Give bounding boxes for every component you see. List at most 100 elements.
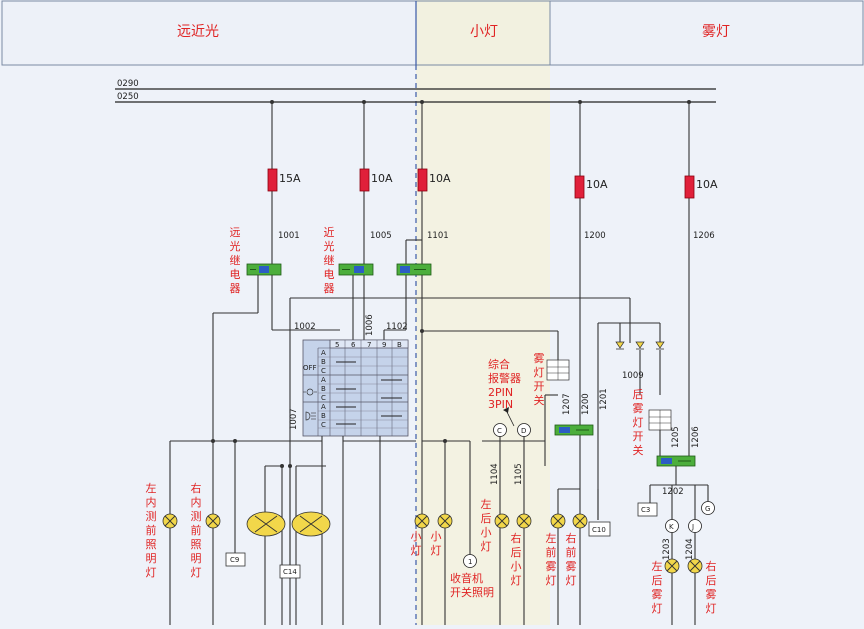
connector-c3-label: C3 [641, 506, 650, 514]
svg-text:灯: 灯 [633, 416, 644, 429]
matrix-row-2: B [321, 358, 326, 366]
lamp-right-rear-small-icon [516, 513, 532, 529]
svg-text:开: 开 [633, 430, 644, 443]
svg-text:继: 继 [324, 254, 335, 267]
svg-text:内: 内 [146, 495, 157, 509]
svg-text:灯: 灯 [652, 602, 663, 615]
wire-1200: 1200 [584, 231, 606, 241]
svg-text:小: 小 [411, 530, 422, 543]
matrix-row-1: A [321, 349, 326, 357]
matrix-row-9: C [321, 421, 326, 429]
header-small-light: 小灯 [470, 24, 498, 40]
svg-text:内: 内 [191, 495, 202, 509]
fuse-1 [267, 168, 278, 192]
label-small-left: 小 灯 [411, 530, 422, 557]
fuse-5-rating: 10A [696, 178, 718, 191]
wire-1005: 1005 [370, 231, 392, 241]
fuse-2-rating: 10A [371, 172, 393, 185]
headlamp-left-icon [246, 511, 286, 537]
diode-1-icon [615, 341, 625, 350]
low-beam-relay-label: 近 光 继 电 器 [324, 226, 335, 295]
wire-1007: 1007 [289, 408, 299, 430]
svg-text:电: 电 [230, 268, 241, 281]
small-light-relay [396, 263, 432, 276]
svg-text:测: 测 [146, 510, 157, 523]
alarm-arrow-icon [503, 407, 515, 427]
svg-text:后: 后 [633, 388, 644, 401]
svg-text:测: 测 [191, 510, 202, 523]
wire-1201: 1201 [599, 388, 609, 410]
alarm-label-2: 报警器 [488, 371, 521, 385]
svg-text:灯: 灯 [146, 566, 157, 579]
lamp-small-right-icon [437, 513, 453, 529]
connector-c10 [588, 521, 611, 537]
header-fog-light: 雾灯 [702, 24, 730, 40]
svg-text:光: 光 [230, 239, 241, 253]
lamp-left-inner-front-icon [162, 513, 178, 529]
lamp-right-rear-fog-icon [687, 558, 703, 574]
wire-1203: 1203 [662, 538, 672, 560]
lamp-right-front-fog-icon [572, 513, 588, 529]
fog-switch [546, 359, 570, 381]
matrix-col-1: 5 [335, 341, 339, 349]
connector-c9 [225, 552, 246, 567]
fuse-2 [359, 168, 370, 192]
label-right-rear-small: 右 后 小 灯 [511, 531, 522, 587]
svg-text:左: 左 [146, 482, 157, 495]
radio-switch-pin [463, 554, 477, 568]
bus-label-0290: 0290 [117, 79, 139, 89]
parking-light-symbol-icon [303, 388, 317, 396]
matrix-col-2: 6 [351, 341, 356, 349]
alarm-pin-d-label: D [521, 427, 526, 435]
pin-k-label: K [669, 523, 674, 531]
wire-1009: 1009 [622, 371, 644, 381]
matrix-col-4: 9 [382, 341, 386, 349]
svg-text:继: 继 [230, 254, 241, 267]
label-right-rear-fog: 右 后 雾 灯 [706, 559, 717, 615]
svg-text:灯: 灯 [534, 366, 545, 379]
alarm-label-4: 3PIN [488, 398, 513, 411]
wire-1105: 1105 [514, 463, 524, 485]
wire-1200-b: 1200 [581, 393, 591, 415]
matrix-row-3: C [321, 367, 326, 375]
svg-text:灯: 灯 [481, 540, 492, 553]
wire-1204: 1204 [685, 538, 695, 560]
front-fog-relay [554, 424, 594, 436]
svg-text:雾: 雾 [566, 560, 577, 573]
fuse-3 [417, 168, 428, 192]
svg-text:雾: 雾 [534, 352, 545, 365]
svg-text:前: 前 [146, 523, 157, 537]
svg-text:灯: 灯 [706, 602, 717, 615]
svg-text:远: 远 [230, 226, 241, 239]
rear-fog-switch-label: 后 雾 灯 开 关 [633, 388, 644, 457]
label-radio-switch-1: 收音机 [450, 571, 483, 585]
svg-text:前: 前 [566, 545, 577, 559]
label-left-rear-small: 左 后 小 灯 [481, 498, 492, 553]
matrix-row-6: C [321, 394, 326, 402]
svg-text:后: 后 [481, 512, 492, 525]
connector-c3 [637, 502, 658, 517]
svg-text:右: 右 [706, 559, 717, 573]
svg-text:雾: 雾 [652, 588, 663, 601]
wire-1102: 1102 [386, 322, 408, 332]
wire-1101: 1101 [427, 231, 449, 241]
svg-text:灯: 灯 [411, 544, 422, 557]
svg-text:器: 器 [230, 282, 241, 295]
pin-j [688, 519, 702, 533]
svg-text:灯: 灯 [511, 574, 522, 587]
headlamp-right-icon [291, 511, 331, 537]
label-right-front-fog: 右 前 雾 灯 [566, 531, 577, 587]
svg-text:照: 照 [191, 538, 202, 551]
connector-c14 [279, 564, 301, 579]
label-left-front-fog: 左 前 雾 灯 [546, 532, 557, 587]
svg-text:右: 右 [191, 481, 202, 495]
header-far-near-light: 远近光 [177, 24, 219, 40]
wire-1206: 1206 [693, 231, 715, 241]
matrix-row-7: A [321, 403, 326, 411]
matrix-col-5: B [397, 341, 402, 349]
svg-text:右: 右 [511, 531, 522, 545]
fuse-5 [684, 175, 695, 199]
svg-text:照: 照 [146, 538, 157, 551]
